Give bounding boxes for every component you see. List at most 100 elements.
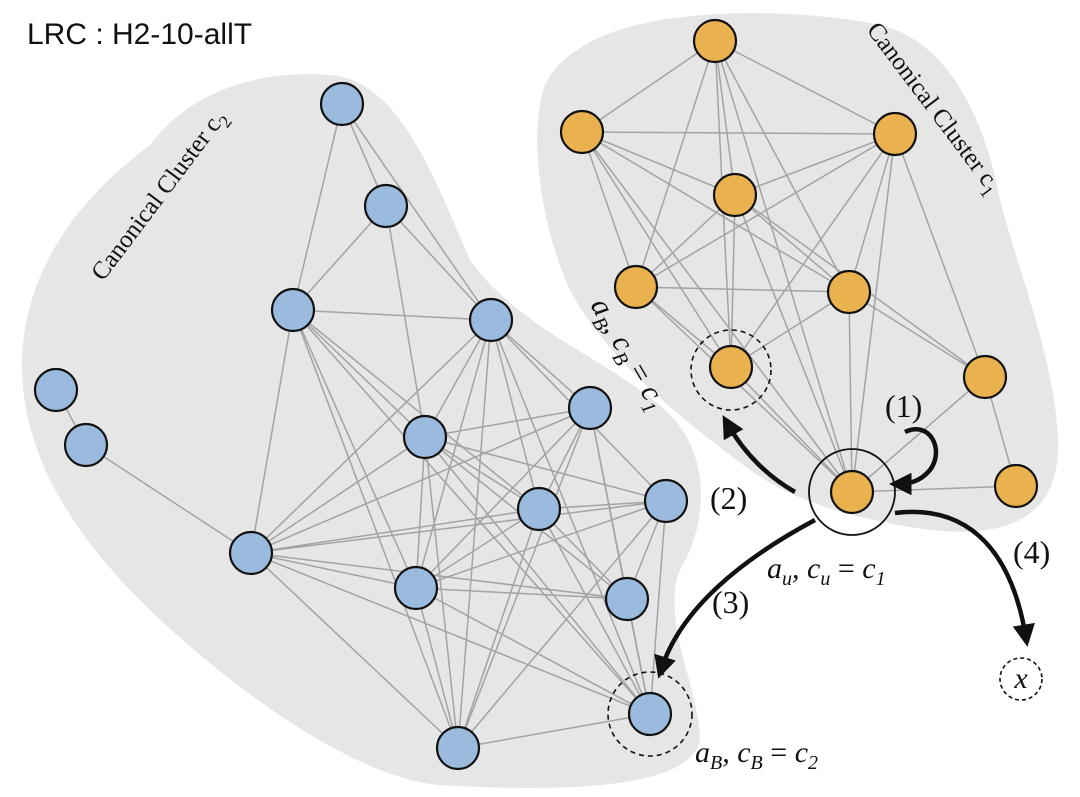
arrow-step-2 (722, 415, 797, 494)
edge-c1-o4-o6 (734, 194, 850, 293)
edge-c2-b7-b9 (250, 508, 540, 554)
external-node-x (999, 657, 1043, 701)
edge-c1-o2-o4 (581, 131, 736, 196)
edge-c1-o2-o3 (581, 131, 896, 135)
edge-c1-o2-o10 (581, 131, 853, 493)
edge-c1-o3-o5 (635, 133, 896, 288)
edge-c2-b2-b4 (385, 205, 492, 321)
edge-c2-b10-b13 (415, 587, 459, 749)
edge-c1-o9-o10 (851, 485, 1017, 493)
edge-c2-b4-b6 (424, 319, 492, 438)
edge-c1-o7-o10 (730, 366, 853, 493)
edge-c1-o2-o6 (581, 131, 850, 293)
node-c2-b11 (604, 576, 650, 622)
node-c2-b7 (516, 486, 562, 532)
arrow-step-3 (654, 518, 817, 679)
node-c2-b6 (402, 414, 448, 460)
edge-c2-b9-b15 (85, 444, 252, 554)
edge-c1-o8-o10 (851, 376, 986, 493)
edge-c2-b2-b3 (292, 205, 387, 311)
edge-c1-o1-o3 (714, 40, 896, 135)
edge-c2-b4-b7 (490, 319, 540, 510)
edge-c1-o3-o10 (851, 133, 896, 493)
node-c2-b13 (435, 725, 481, 771)
edge-c2-b5-b10 (415, 407, 591, 589)
arrow-step-4 (894, 509, 1035, 647)
graph-nodes (33, 18, 1039, 771)
node-c2-b15 (63, 422, 109, 468)
page-title: LRC : H2-10-allT (27, 18, 252, 51)
edge-c1-o2-o5 (581, 131, 637, 288)
node-c1-o2 (559, 109, 605, 155)
edge-c1-o4-o5 (635, 194, 736, 288)
edge-c1-o2-o7 (581, 131, 732, 368)
edge-c1-o1-o10 (714, 40, 853, 493)
edge-c2-b3-b9 (250, 309, 294, 554)
edge-c2-b5-b6 (424, 407, 591, 438)
label-aB-cB-c2: aB, cB = c2 (695, 736, 818, 774)
node-c2-b5 (567, 385, 613, 431)
node-c1-o7 (708, 344, 754, 390)
edge-c1-o1-o2 (581, 40, 716, 133)
edge-c2-b6-b12 (424, 436, 651, 715)
node-c2-b9 (228, 530, 274, 576)
step-label-2: (2) (710, 480, 747, 516)
node-c1-o9 (993, 463, 1039, 509)
edge-c2-b9-b12 (250, 552, 651, 715)
edge-c2-b7-b12 (538, 508, 651, 715)
step-label-4: (4) (1013, 534, 1050, 570)
edge-c2-b1-b3 (292, 103, 343, 311)
node-c1-o3 (872, 111, 918, 157)
edge-c1-o5-o6 (635, 286, 850, 293)
edge-c2-b3-b7 (292, 309, 540, 510)
arrow-step-1 (889, 427, 939, 496)
node-c1-o1 (692, 18, 738, 64)
edge-c2-b4-b13 (457, 319, 492, 749)
node-c2-b14 (33, 367, 79, 413)
edge-c2-b10-b11 (415, 587, 628, 600)
edge-c2-b8-b12 (649, 500, 667, 715)
edge-c2-b9-b10 (250, 552, 417, 589)
edge-c2-b6-b10 (415, 436, 426, 589)
node-c1-o10 (829, 469, 875, 515)
edge-c2-b8-b13 (457, 500, 667, 749)
edge-c1-o4-o7 (730, 194, 736, 368)
edge-c2-b3-b10 (292, 309, 417, 589)
graph-edges (55, 40, 1017, 749)
edge-c2-b9-b11 (250, 552, 628, 600)
node-c1-o4 (712, 172, 758, 218)
node-c2-b2 (363, 183, 409, 229)
node-c1-o5 (613, 264, 659, 310)
node-c2-b3 (270, 287, 316, 333)
edge-c1-o6-o10 (848, 291, 853, 493)
edge-c2-b3-b13 (292, 309, 459, 749)
edge-c1-o6-o7 (730, 291, 850, 368)
candidate-circle-c1 (690, 329, 772, 411)
edge-c1-o3-o4 (734, 133, 896, 196)
edge-c2-b3-b4 (292, 309, 492, 321)
edge-c2-b5-b9 (250, 407, 591, 554)
edge-c2-b6-b7 (424, 436, 540, 510)
edge-c2-b8-b9 (250, 500, 667, 554)
edge-c1-o5-o10 (635, 286, 853, 493)
edge-c2-b8-b10 (415, 500, 667, 589)
cluster-c2-region (21, 74, 701, 788)
label-au-cu-c1: au, cu = c1 (767, 552, 886, 590)
edge-c1-o1-o6 (714, 40, 850, 293)
node-c1-o6 (826, 269, 872, 315)
node-c2-b8 (643, 478, 689, 524)
edge-c2-b9-b13 (250, 552, 459, 749)
node-c2-b10 (393, 565, 439, 611)
edge-c2-b4-b9 (250, 319, 492, 554)
edge-c2-b3-b12 (292, 309, 651, 715)
edge-c1-o4-o10 (734, 194, 853, 493)
step-label-3: (3) (712, 584, 749, 620)
external-node-x-label: x (1013, 662, 1028, 695)
step-label-1: (1) (885, 388, 922, 424)
edge-c1-o1-o4 (714, 40, 736, 196)
node-c2-b12 (627, 691, 673, 737)
edge-c2-b4-b10 (415, 319, 492, 589)
edge-c1-o1-o5 (635, 40, 716, 288)
